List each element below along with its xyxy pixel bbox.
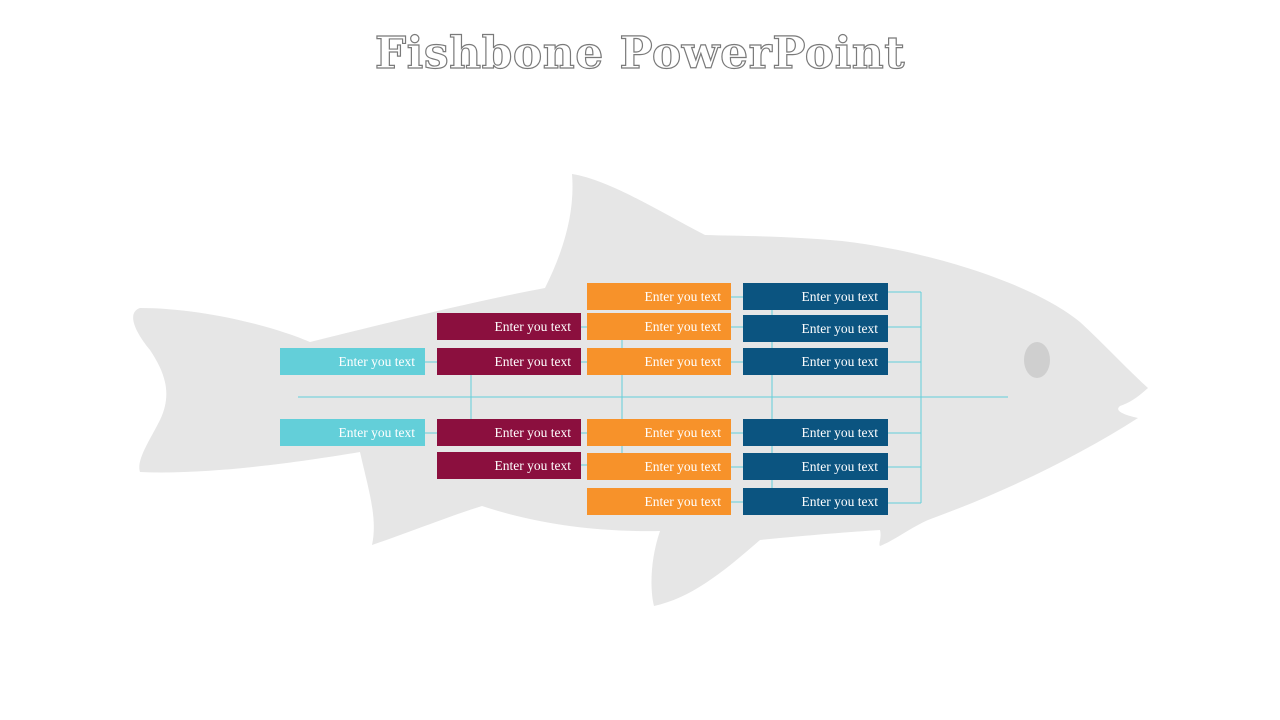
orange-box-upper-3[interactable]: Enter you text [587, 348, 731, 375]
maroon-box-lower-1[interactable]: Enter you text [437, 419, 581, 446]
cyan-box-top[interactable]: Enter you text [280, 348, 425, 375]
orange-box-lower-3[interactable]: Enter you text [587, 488, 731, 515]
navy-box-lower-1[interactable]: Enter you text [743, 419, 888, 446]
maroon-box-upper-2[interactable]: Enter you text [437, 348, 581, 375]
fish-eye [1024, 342, 1050, 378]
maroon-box-lower-2[interactable]: Enter you text [437, 452, 581, 479]
navy-box-upper-3[interactable]: Enter you text [743, 348, 888, 375]
navy-box-lower-3[interactable]: Enter you text [743, 488, 888, 515]
navy-box-upper-1[interactable]: Enter you text [743, 283, 888, 310]
navy-box-lower-2[interactable]: Enter you text [743, 453, 888, 480]
orange-box-lower-1[interactable]: Enter you text [587, 419, 731, 446]
orange-box-upper-2[interactable]: Enter you text [587, 313, 731, 340]
navy-box-upper-2[interactable]: Enter you text [743, 315, 888, 342]
orange-box-lower-2[interactable]: Enter you text [587, 453, 731, 480]
slide-title: Fishbone PowerPoint [374, 27, 906, 79]
maroon-box-upper-1[interactable]: Enter you text [437, 313, 581, 340]
orange-box-upper-1[interactable]: Enter you text [587, 283, 731, 310]
cyan-box-bottom[interactable]: Enter you text [280, 419, 425, 446]
fish-body-shape [133, 174, 1149, 606]
